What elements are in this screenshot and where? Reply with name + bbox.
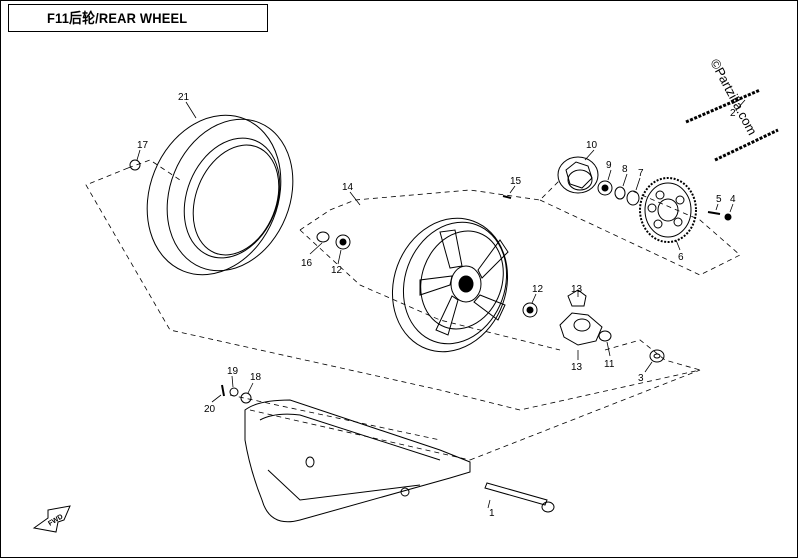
callout-1: 1	[489, 508, 495, 519]
tire	[146, 114, 294, 276]
callout-5: 5	[716, 194, 722, 205]
callout-2: 2	[730, 108, 736, 119]
assembly-guide-lines	[85, 159, 741, 461]
callout-18: 18	[250, 372, 262, 383]
callout-12-left: 12	[331, 265, 343, 276]
forward-arrow-icon: FWD	[32, 505, 71, 533]
rear-sprocket	[639, 177, 697, 243]
callout-15: 15	[510, 176, 522, 187]
callout-14: 14	[342, 182, 354, 193]
sprocket-bolt-nut	[707, 211, 732, 221]
watermark-text: ©Partzilla.com	[707, 56, 760, 137]
callout-21: 21	[178, 92, 190, 103]
title-box: F11后轮/REAR WHEEL	[8, 4, 268, 32]
callout-16: 16	[301, 258, 313, 269]
callout-numbers: 1 2 3 4 5 6 7 8 9 10 11 12 12 13 13 14 1…	[137, 92, 736, 519]
axle	[484, 482, 555, 513]
callout-9: 9	[606, 160, 612, 171]
callout-12-right: 12	[532, 284, 544, 295]
rear-wheel-rim	[391, 217, 509, 353]
callout-3: 3	[638, 373, 644, 384]
callout-20: 20	[204, 404, 216, 415]
callout-13-top: 13	[571, 284, 583, 295]
sprocket-hub	[557, 156, 640, 206]
page-title: F11后轮/REAR WHEEL	[47, 10, 188, 26]
wheel-bearings	[316, 231, 538, 318]
callout-19: 19	[227, 366, 239, 377]
drive-chain	[685, 88, 779, 162]
callout-6: 6	[678, 252, 684, 263]
collars	[598, 330, 665, 363]
callout-11: 11	[604, 359, 615, 370]
leader-lines	[136, 99, 746, 509]
damper-rubbers	[559, 289, 603, 346]
callout-10: 10	[586, 140, 598, 151]
callout-8: 8	[622, 164, 628, 175]
callout-4: 4	[730, 194, 736, 205]
callout-13-bottom: 13	[571, 362, 583, 373]
callout-17: 17	[137, 140, 149, 151]
callout-7: 7	[638, 168, 644, 179]
swingarm	[244, 399, 471, 523]
small-hardware	[129, 159, 512, 404]
